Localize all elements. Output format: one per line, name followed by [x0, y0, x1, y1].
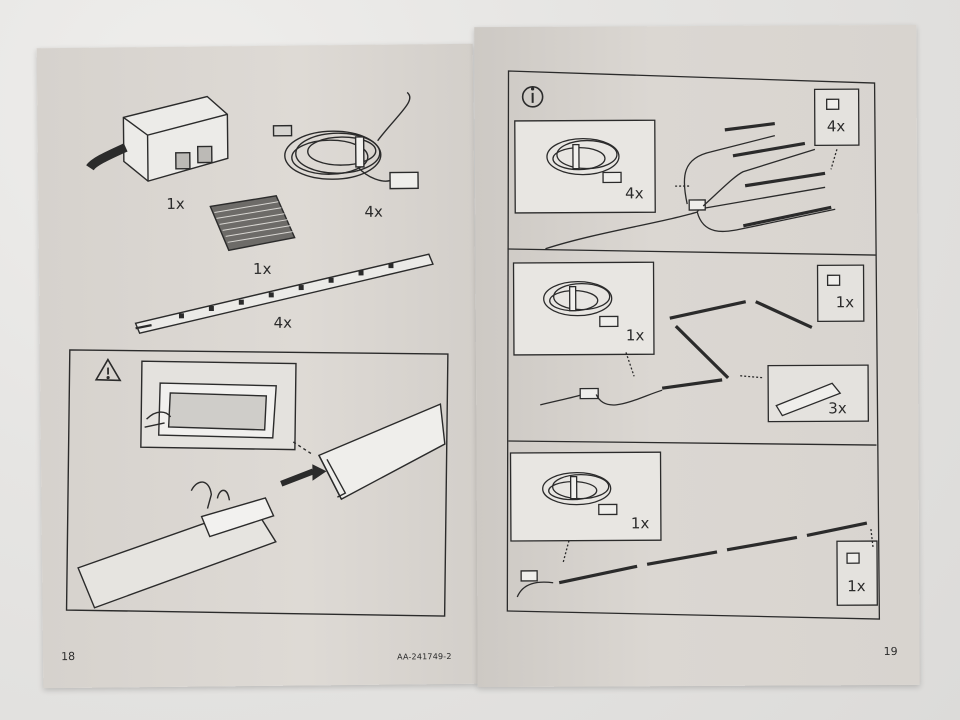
step-3-illustration	[509, 451, 878, 606]
right-page-illustrations	[506, 70, 881, 620]
led-strip-illustration	[134, 253, 434, 335]
step-1-cable-qty: 4x	[625, 184, 644, 203]
adhesive-pads-qty: 1x	[252, 259, 272, 279]
step-3-cable-qty: 1x	[630, 514, 650, 533]
connector-box-illustration	[86, 95, 229, 182]
warning-step-frame	[65, 349, 449, 617]
info-icon	[521, 86, 544, 108]
left-page-illustrations	[65, 91, 449, 617]
step-divider-2	[508, 440, 877, 446]
page-number-right: 19	[883, 644, 898, 659]
adhesive-pads-illustration	[209, 195, 296, 252]
instruction-page-right: 4x 4x 1x 1x 3x 1x 1x 19	[474, 24, 920, 688]
step-3-end-cap-qty: 1x	[847, 577, 866, 596]
step-1-end-cap-qty: 4x	[826, 117, 846, 136]
document-code: AA-241749-2	[397, 651, 452, 662]
step-2-illustration	[512, 261, 869, 423]
step-1-illustration	[514, 88, 860, 250]
step-2-cable-qty: 1x	[625, 326, 645, 345]
cable-qty: 4x	[364, 202, 383, 221]
step-divider-1	[507, 248, 876, 256]
step-2-end-cap-qty: 1x	[835, 293, 855, 312]
step-2-connector-qty: 3x	[828, 399, 847, 418]
connector-box-qty: 1x	[166, 194, 185, 213]
instruction-page-left: 1x 4x 1x 4x 18 AA-241749-2	[36, 43, 480, 689]
page-number-left: 18	[60, 649, 76, 664]
led-strip-qty: 4x	[273, 313, 293, 332]
steps-frame	[506, 70, 881, 620]
cable-coil-illustration	[272, 91, 419, 190]
warning-icon	[94, 357, 122, 382]
